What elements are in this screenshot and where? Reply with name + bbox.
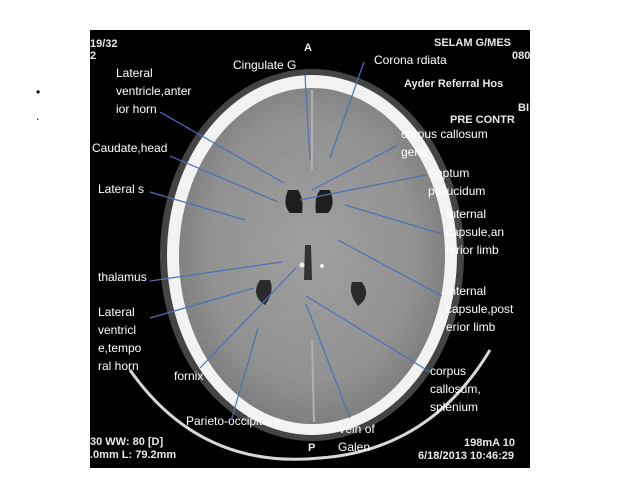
label-cingulate-gyrus: Cingulate G — [233, 58, 297, 72]
dicom-slice-location: .0mm L: 79.2mm — [90, 449, 177, 461]
label-fornix: fornix — [174, 369, 204, 383]
pineal-calcification — [299, 262, 305, 268]
dicom-series-number: 19/32 — [90, 38, 118, 50]
ct-table-arc — [128, 349, 492, 461]
dicom-orientation-posterior: P — [308, 442, 316, 454]
label-thalamus: thalamus — [98, 270, 147, 284]
label-vein-of-galen: Vein of Galen — [338, 422, 375, 454]
label-corpus-callosum-genu: corpus callosum genu — [401, 127, 488, 159]
choroid-calcification — [320, 264, 324, 268]
dicom-patient-name: SELAM G/MES — [434, 37, 512, 49]
label-internal-capsule-anterior-limb: Internal capsule,an terior limb — [446, 207, 505, 257]
label-parieto-occipital-sulcus: Parieto-occipital s. — [186, 414, 285, 428]
label-corona-radiata: Corona rdiata — [374, 53, 447, 67]
dicom-orientation-anterior: A — [304, 42, 312, 54]
dicom-institution: Ayder Referral Hos — [404, 78, 504, 90]
left-frontal-horn — [285, 190, 303, 213]
label-lateral-ventricle-temporal-horn: Lateral ventricl e,tempo ral horn — [98, 305, 142, 373]
dicom-image-number: 2 — [90, 50, 97, 62]
slide-bullet-dot: . — [36, 109, 40, 123]
dicom-window-settings: 30 WW: 80 [D] — [90, 436, 164, 448]
label-lateral-sulcus: Lateral s — [98, 182, 145, 196]
third-ventricle — [304, 245, 312, 280]
dicom-study-code: BI — [518, 102, 529, 114]
label-lateral-ventricle-anterior-horn: Lateral ventricle,anter ior horn — [116, 66, 192, 116]
slide-bullet: • — [36, 85, 41, 99]
dicom-exposure: 198mA 10 — [464, 437, 515, 449]
dicom-patient-id: 080 — [512, 50, 530, 62]
label-internal-capsule-posterior-limb: Internal capsule,post erior limb — [446, 284, 514, 334]
label-corpus-callosum-splenium: corpus callosum, splenium — [430, 364, 481, 414]
dicom-study-description: PRE CONTR — [450, 114, 515, 126]
label-caudate-head: Caudate,head — [92, 141, 168, 155]
label-septum-pellucidum: Septum pellucidum — [428, 166, 486, 198]
right-frontal-horn — [315, 190, 333, 213]
dicom-timestamp: 6/18/2013 10:46:29 — [418, 450, 515, 462]
